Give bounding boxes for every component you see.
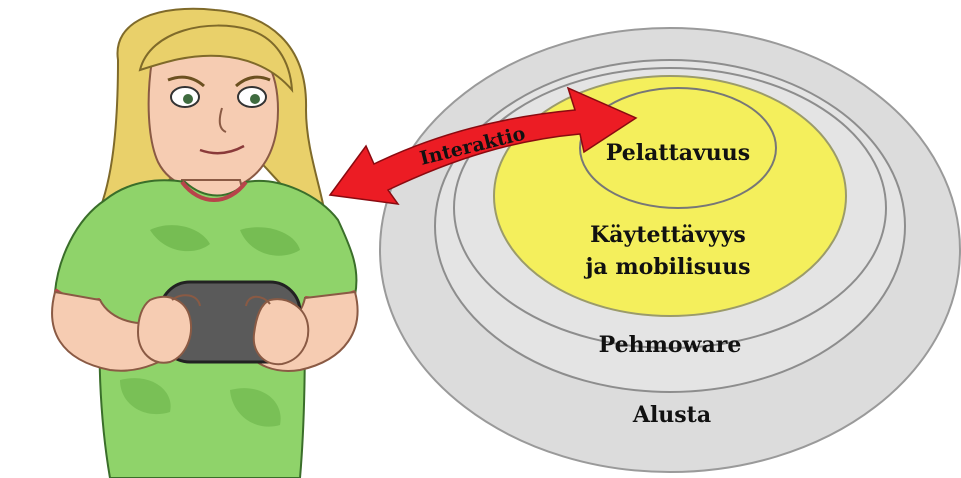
mouth (199, 144, 245, 155)
shirt-shade-2 (240, 227, 300, 256)
label-kaytettavyys-line2: ja mobilisuus (583, 254, 750, 280)
left-thumb (171, 294, 201, 307)
layer-pehmoware-inner-ring (453, 67, 887, 349)
label-alusta: Alusta (632, 402, 711, 428)
hair-fringe (138, 24, 294, 93)
double-arrow-icon (328, 86, 638, 205)
right-hand (252, 298, 310, 366)
label-pehmoware: Pehmoware (599, 332, 742, 358)
right-brow (235, 75, 271, 88)
left-pupil (183, 94, 193, 104)
collar (180, 180, 248, 202)
left-brow (167, 75, 205, 88)
right-thumb (245, 295, 271, 307)
label-pelattavuus: Pelattavuus (606, 140, 750, 166)
right-pupil (250, 94, 260, 104)
layer-diagram: Pelattavuus Käytettävyys ja mobilisuus P… (379, 27, 961, 473)
shirt-shade-1 (150, 225, 210, 252)
shirt-shade-4 (230, 388, 281, 427)
left-hand (136, 295, 192, 364)
nose (218, 107, 227, 133)
player-illustration (51, 7, 359, 478)
shirt-shade-3 (120, 378, 171, 415)
label-kaytettavyys-line1: Käytettävyys (590, 222, 746, 248)
